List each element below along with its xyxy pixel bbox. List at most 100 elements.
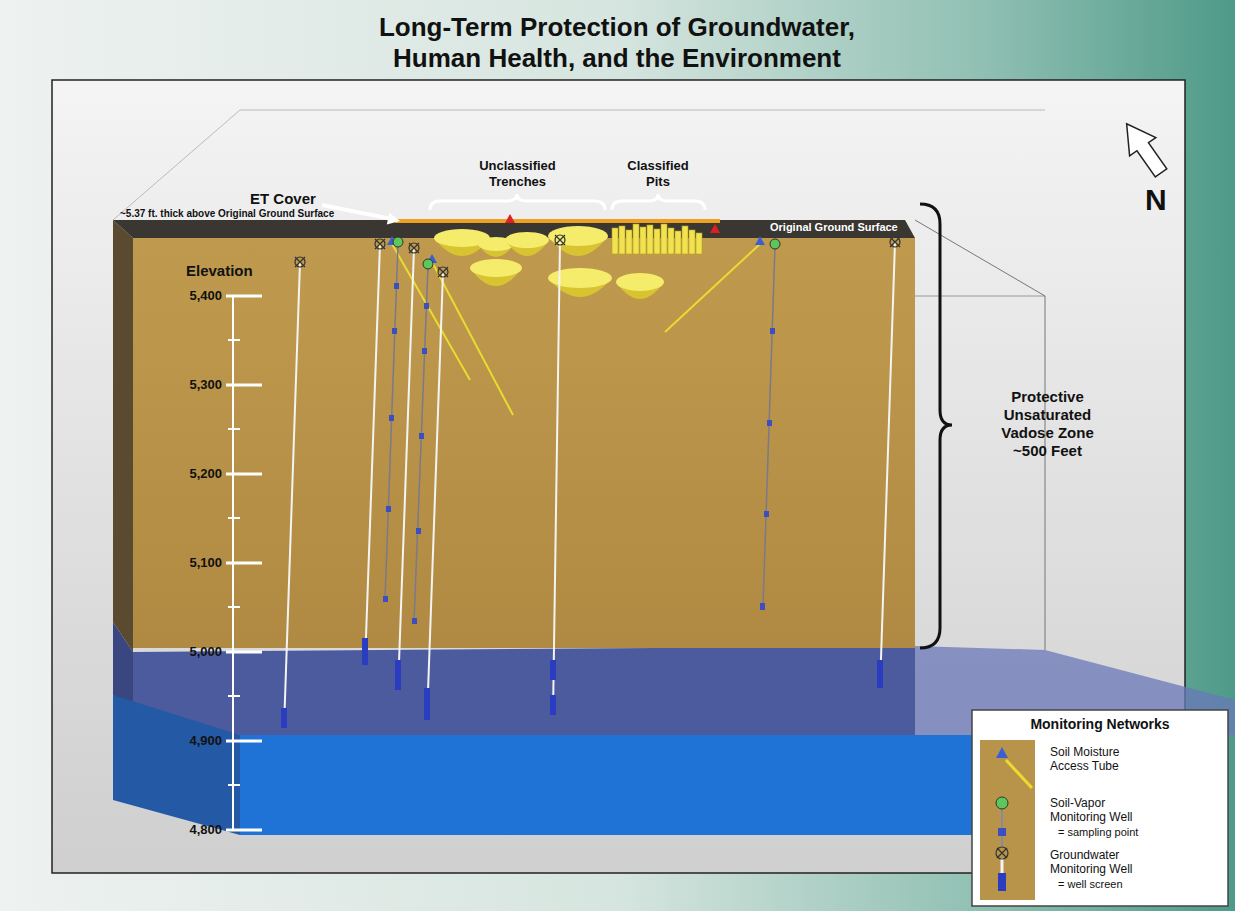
soil-vapor-wells-part-part — [760, 603, 765, 610]
trenches-part — [505, 232, 549, 248]
soil-moisture-tubes-part — [755, 236, 765, 245]
groundwater-wells-part-part — [295, 257, 305, 267]
elevation-axis-part-part — [228, 695, 240, 697]
soil-vapor-wells-part-part — [416, 528, 421, 534]
soil-vapor-wells-part-part — [419, 433, 424, 439]
groundwater-wells-part-part — [550, 695, 556, 715]
legend-panel-part — [972, 710, 1228, 906]
pits-part — [619, 226, 625, 254]
elevation-axis — [226, 296, 262, 830]
groundwater-wells-part-part — [375, 239, 385, 249]
legend-panel-part — [1006, 760, 1032, 788]
groundwater-wells-part-part — [409, 243, 419, 253]
brackets-part — [612, 194, 705, 210]
axis-value: 4,900 — [150, 733, 222, 749]
wireframe-part — [1045, 296, 1046, 650]
pits-part — [696, 233, 702, 254]
trenches — [434, 226, 612, 297]
soil-moisture-tubes-part — [432, 262, 513, 415]
soil-vapor-wells-part — [423, 259, 433, 269]
group-label: Classified Pits — [623, 158, 693, 189]
legend-panel-part — [998, 828, 1006, 836]
soil-vapor-wells-part — [383, 283, 775, 624]
pits-part — [647, 225, 653, 254]
pits-part — [668, 228, 674, 254]
soil-moisture-tubes-part — [505, 214, 515, 223]
surface-label: Original Ground Surface — [770, 221, 898, 234]
title: Long-Term Protection of Groundwater, Hum… — [352, 12, 882, 73]
elevation-axis-part-part — [228, 606, 240, 608]
soil-vapor-wells-part-part — [422, 348, 427, 354]
vadose-brace — [920, 204, 952, 648]
callout-label: ET Cover — [250, 190, 316, 208]
elevation-axis-part-part — [228, 339, 240, 341]
soil-moisture-tubes-part — [665, 244, 760, 332]
groundwater-wells-part-part — [295, 257, 305, 267]
axis-value: 5,300 — [150, 377, 222, 393]
groundwater-wells-part-part — [550, 660, 556, 680]
legend-text: Groundwater Monitoring Well — [1050, 848, 1155, 877]
pits-part — [640, 227, 646, 254]
axis-value: 5,100 — [150, 555, 222, 571]
soil-vapor-wells-part-part — [767, 420, 772, 426]
legend-text: = well screen — [1058, 878, 1123, 891]
groundwater-wells-part-part — [555, 235, 565, 245]
soil-vapor-wells-part-part — [389, 415, 394, 421]
axis-title: Elevation — [186, 262, 253, 280]
legend-panel — [972, 710, 1228, 906]
elevation-axis-part — [226, 296, 262, 830]
soil-vapor-wells-part-part — [764, 511, 769, 517]
elevation-axis-part-part — [228, 517, 240, 519]
pits-part — [654, 229, 660, 254]
water-table-part — [133, 646, 915, 735]
soil-moisture-tubes — [387, 214, 765, 415]
group-label: Unclassified Trenches — [475, 158, 560, 189]
brackets — [430, 194, 705, 210]
groundwater-wells-part — [553, 240, 560, 715]
soil-vapor-wells-part — [385, 244, 398, 600]
vadose-brace-part — [920, 204, 952, 648]
elevation-axis-part-part — [226, 829, 262, 832]
vadose-block-part — [113, 220, 133, 652]
wireframe-part — [113, 110, 240, 220]
groundwater-wells-part-part — [362, 638, 368, 665]
groundwater-wells — [281, 235, 900, 728]
pits — [612, 224, 702, 299]
groundwater-wells-part-part — [395, 660, 401, 690]
wireframe — [113, 110, 1045, 650]
zone-label: Protective Unsaturated Vadose Zone ~500 … — [985, 388, 1110, 460]
pits-part — [616, 273, 664, 291]
groundwater-wells-part-part — [281, 708, 287, 728]
legend-panel-part — [980, 740, 1035, 900]
groundwater-wells-part — [398, 248, 414, 690]
vadose-block-part — [395, 219, 720, 223]
groundwater-wells-part — [284, 262, 300, 728]
trenches-part — [548, 268, 612, 288]
elevation-axis-part-part — [226, 562, 262, 565]
soil-vapor-wells-part-part — [770, 328, 775, 334]
groundwater-wells-part — [281, 638, 883, 728]
water-table-part — [240, 735, 1000, 835]
vadose-block-part — [133, 238, 915, 648]
soil-vapor-wells-part-part — [386, 506, 391, 512]
soil-vapor-wells-part-part — [412, 618, 417, 624]
legend-text: Soil Moisture Access Tube — [1050, 745, 1155, 774]
groundwater-wells-part — [880, 242, 895, 688]
soil-vapor-wells-part — [770, 239, 780, 249]
groundwater-wells-part — [295, 235, 900, 277]
water-table — [113, 622, 1235, 835]
wireframe-part — [240, 110, 1045, 111]
elevation-axis-part-part — [226, 740, 262, 743]
soil-moisture-tubes-part — [710, 224, 720, 233]
groundwater-wells-part-part — [424, 688, 430, 720]
elevation-axis-part-part — [226, 295, 262, 298]
legend-panel-part — [998, 873, 1006, 891]
pits-part — [612, 228, 618, 254]
elevation-axis-part-part — [228, 428, 240, 430]
pits-part — [689, 230, 695, 254]
groundwater-wells-part-part — [555, 235, 565, 245]
groundwater-wells-part-part — [409, 243, 419, 253]
legend-title: Monitoring Networks — [972, 716, 1228, 733]
soil-vapor-wells-part — [414, 266, 428, 622]
axis-value: 5,200 — [150, 466, 222, 482]
